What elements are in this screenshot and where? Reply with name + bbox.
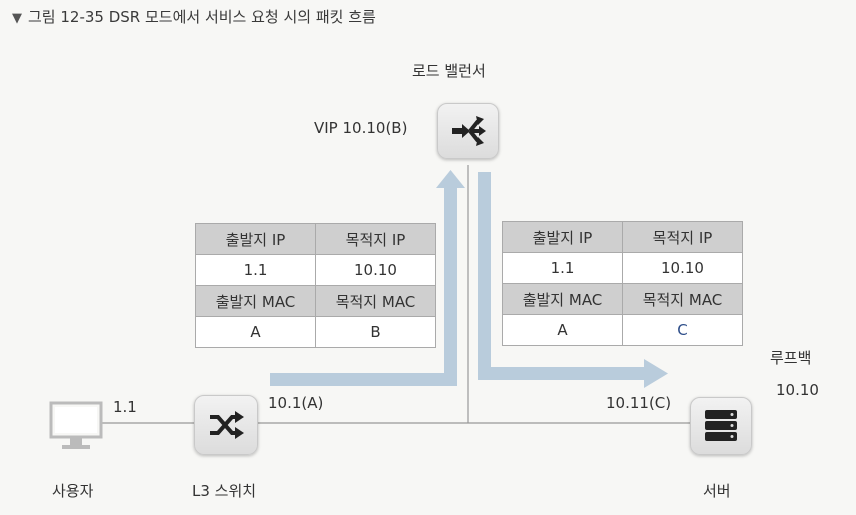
chevron-down-icon: ▼ bbox=[12, 11, 22, 26]
packet-table-left: 출발지 IP 목적지 IP 1.1 10.10 출발지 MAC 목적지 MAC … bbox=[195, 223, 436, 348]
arrow-down-to-server bbox=[478, 172, 668, 388]
user-ip-label: 1.1 bbox=[113, 398, 137, 416]
server-icon bbox=[705, 410, 737, 441]
server-ip-label: 10.11(C) bbox=[606, 394, 672, 412]
load-balancer-label: 로드 밸런서 bbox=[412, 62, 486, 80]
dst-mac-header: 목적지 MAC bbox=[622, 283, 743, 315]
l3-switch-node[interactable] bbox=[194, 395, 258, 455]
computer-icon bbox=[49, 401, 103, 449]
figure-title-text: 그림 12-35 DSR 모드에서 서비스 요청 시의 패킷 흐름 bbox=[28, 8, 376, 26]
src-ip-value: 1.1 bbox=[502, 252, 623, 284]
load-balancer-node[interactable] bbox=[437, 103, 499, 159]
server-node[interactable] bbox=[690, 397, 752, 455]
src-mac-header: 출발지 MAC bbox=[195, 285, 316, 317]
dst-mac-header: 목적지 MAC bbox=[315, 285, 436, 317]
dst-ip-value: 10.10 bbox=[315, 254, 436, 286]
dst-mac-value: C bbox=[622, 314, 743, 346]
l3-switch-label: L3 스위치 bbox=[192, 482, 257, 500]
src-ip-header: 출발지 IP bbox=[195, 223, 316, 255]
src-mac-value: A bbox=[195, 316, 316, 348]
server-label: 서버 bbox=[703, 482, 731, 500]
packet-table-right: 출발지 IP 목적지 IP 1.1 10.10 출발지 MAC 목적지 MAC … bbox=[502, 221, 743, 346]
src-ip-header: 출발지 IP bbox=[502, 221, 623, 253]
dst-ip-header: 목적지 IP bbox=[622, 221, 743, 253]
dst-ip-value: 10.10 bbox=[622, 252, 743, 284]
loopback-label: 루프백 bbox=[770, 349, 812, 367]
vip-label: VIP 10.10(B) bbox=[314, 119, 408, 137]
dst-mac-value: B bbox=[315, 316, 436, 348]
user-label: 사용자 bbox=[52, 482, 94, 500]
user-node[interactable] bbox=[48, 400, 104, 454]
src-mac-header: 출발지 MAC bbox=[502, 283, 623, 315]
arrow-up-to-lb bbox=[270, 170, 465, 386]
switch-ip-label: 10.1(A) bbox=[268, 394, 324, 412]
load-balancer-icon bbox=[452, 116, 486, 146]
dst-ip-header: 목적지 IP bbox=[315, 223, 436, 255]
src-mac-value: A bbox=[502, 314, 623, 346]
src-ip-value: 1.1 bbox=[195, 254, 316, 286]
figure-title: ▼ 그림 12-35 DSR 모드에서 서비스 요청 시의 패킷 흐름 bbox=[12, 6, 376, 27]
switch-icon bbox=[210, 411, 244, 439]
loopback-ip: 10.10 bbox=[776, 381, 819, 399]
